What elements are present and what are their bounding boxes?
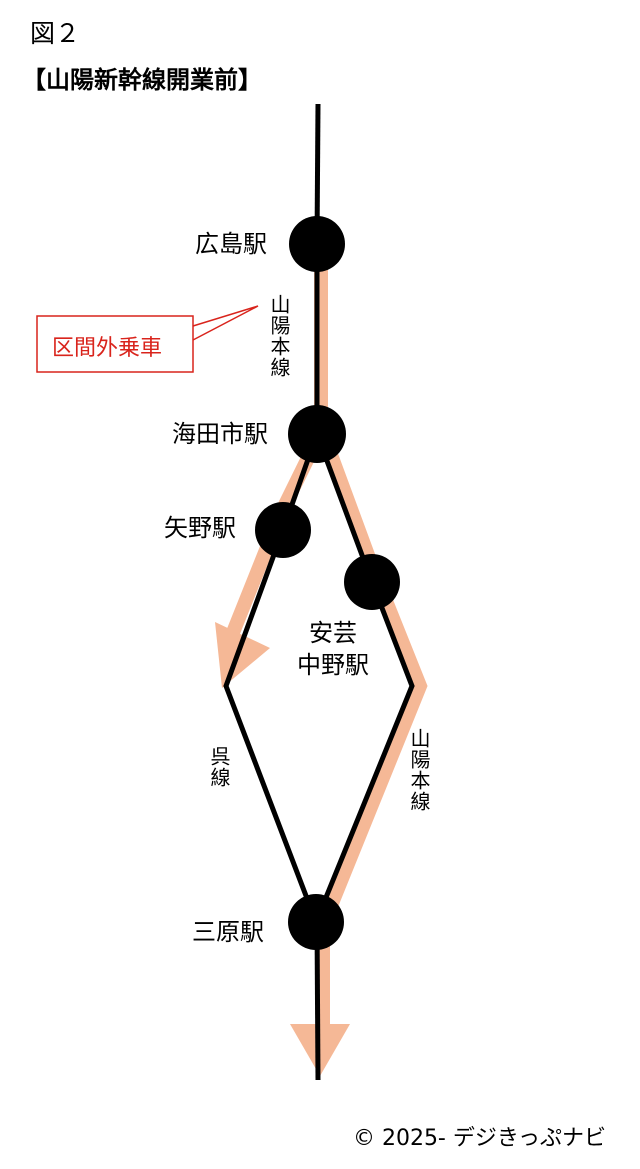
track-kure-line <box>223 433 320 923</box>
highlight-kaitaichi-nakano-mihara <box>319 449 428 921</box>
line-label-kure: 呉線 <box>207 746 231 788</box>
station-label-mihara: 三原駅 <box>192 918 264 946</box>
station-label-aki-nakano-1: 安芸 <box>309 619 357 647</box>
callout-text: 区間外乗車 <box>52 336 163 361</box>
figure-label: 図２ <box>30 19 81 48</box>
station-dot-aki-nakano <box>344 554 400 610</box>
station-dots <box>255 216 400 950</box>
station-label-kaitaichi: 海田市駅 <box>172 420 268 448</box>
callout <box>36 305 259 373</box>
station-dot-mihara <box>288 894 344 950</box>
callout-box <box>36 315 194 373</box>
station-label-yano: 矢野駅 <box>164 514 236 542</box>
station-dot-kaitaichi <box>288 405 346 463</box>
station-dot-yano <box>255 502 311 558</box>
arrowhead-kure-branch <box>215 622 270 688</box>
line-label-sanyo-upper: 山陽本線 <box>267 294 291 378</box>
station-label-aki-nakano-2: 中野駅 <box>297 651 369 679</box>
track-sanyo-line <box>313 433 415 923</box>
copyright-notice: © 2025- デジきっぷナビ <box>352 1126 606 1151</box>
station-dot-hiroshima <box>289 216 345 272</box>
line-label-sanyo-lower: 山陽本線 <box>407 728 431 812</box>
figure-title: 【山陽新幹線開業前】 <box>22 66 262 94</box>
station-label-hiroshima: 広島駅 <box>195 230 267 258</box>
callout-leader <box>192 305 259 341</box>
